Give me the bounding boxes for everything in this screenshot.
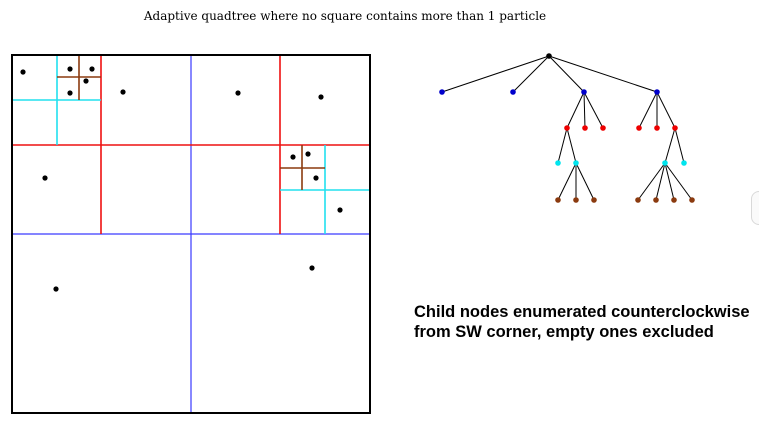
tree-level-2-nodes — [564, 125, 678, 131]
tree-level-4-nodes — [555, 197, 695, 203]
tree-node — [654, 125, 660, 131]
tree-node — [591, 197, 597, 203]
particle — [67, 90, 73, 96]
caption: Child nodes enumerated counterclockwise … — [414, 302, 759, 342]
particles — [20, 66, 343, 292]
particle — [83, 78, 89, 84]
tree-node — [510, 89, 516, 95]
tree-node — [564, 125, 570, 131]
level-2-divisions — [12, 55, 370, 234]
tree-node — [671, 197, 677, 203]
particle — [89, 66, 95, 72]
particle — [337, 207, 343, 213]
tree-node — [662, 160, 668, 166]
tree-node — [555, 160, 561, 166]
particle — [53, 286, 59, 292]
tree-node — [439, 89, 445, 95]
particle — [120, 89, 126, 95]
particle — [305, 151, 311, 157]
tree-level-1-nodes — [439, 89, 660, 95]
tree-node — [573, 160, 579, 166]
tree-node — [581, 89, 587, 95]
tree-node — [672, 125, 678, 131]
tree-level-3-nodes — [555, 160, 687, 166]
tree-nodes — [439, 53, 695, 203]
particle — [309, 265, 315, 271]
diagram-title: Adaptive quadtree where no square contai… — [143, 9, 547, 23]
particle — [290, 154, 296, 160]
tree-node — [600, 125, 606, 131]
particle — [42, 175, 48, 181]
tree-node — [653, 197, 659, 203]
caption-line-2: from SW corner, empty ones excluded — [414, 323, 714, 341]
level-1-divisions — [12, 55, 370, 413]
particle — [67, 66, 73, 72]
particle — [313, 175, 319, 181]
tree-node — [636, 125, 642, 131]
tree-node — [654, 89, 660, 95]
particle — [318, 94, 324, 100]
tree-root-node — [546, 53, 552, 59]
tree-node — [573, 197, 579, 203]
tree-node — [582, 125, 588, 131]
level-4-divisions — [57, 55, 325, 190]
tree-node — [681, 160, 687, 166]
particle — [235, 90, 241, 96]
side-scroll-handle[interactable] — [751, 191, 759, 225]
tree-node — [555, 197, 561, 203]
level-3-divisions — [12, 55, 370, 234]
tree-node — [689, 197, 695, 203]
particle — [20, 69, 26, 75]
tree-edges — [441, 55, 693, 201]
tree-node — [635, 197, 641, 203]
caption-line-1: Child nodes enumerated counterclockwise — [414, 303, 750, 321]
domain-frame — [11, 54, 371, 414]
